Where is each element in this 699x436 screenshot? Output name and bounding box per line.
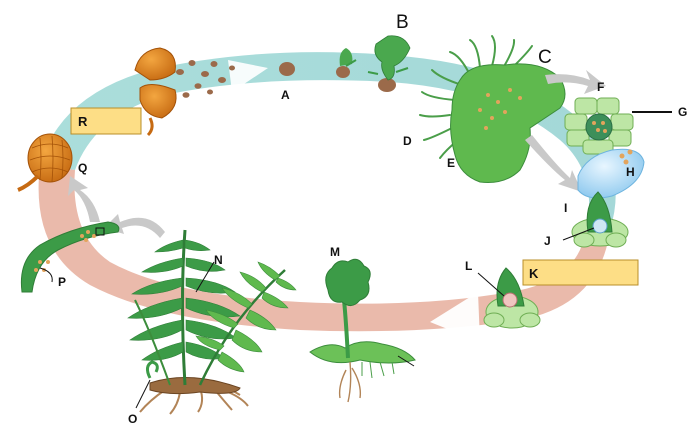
label-line-L [477,272,505,297]
label-N: N [214,253,223,267]
label-A: A [281,88,290,102]
label-line-P [39,267,53,283]
diploid-band-arrowhead [430,292,480,342]
label-line-N [195,261,215,293]
label-I: I [564,201,567,215]
archegonium [571,191,629,248]
label-Q: Q [78,161,87,175]
open-sporangium [134,47,177,137]
arrow-to-sporangium [68,176,100,222]
label-J: J [544,234,551,248]
mature-fern-sporophyte [127,229,297,415]
label-P: P [58,275,66,289]
young-sporophyte [309,258,416,403]
label-L: L [465,259,472,273]
gametophyte-prothallus [419,35,566,183]
arrow-to-pinnule [104,214,165,238]
germinating-spore-small [336,48,357,78]
label-line-gametophyte [397,355,415,367]
label-M: M [330,245,340,259]
label-E: E [447,156,455,170]
label-line-J [562,227,595,241]
label-K: K [529,266,539,281]
fertile-pinnule [20,221,120,293]
spore [279,62,295,76]
label-F: F [597,80,604,94]
label-O: O [128,412,137,426]
label-R: R [78,114,88,129]
label-D: D [403,134,412,148]
label-C: C [538,47,552,68]
answer-box-K[interactable] [522,259,639,286]
germinating-spore-large [367,35,411,92]
label-line-O [135,379,151,409]
zygote-in-archegonium [483,267,541,329]
closed-sporangium [17,133,73,192]
haploid-band-arrowhead [228,60,268,92]
arrow-to-antheridium [545,70,606,94]
answer-box-R[interactable] [70,107,142,135]
label-G: G [678,105,687,119]
arrow-to-archegonium [525,135,582,192]
released-spores [176,60,235,98]
label-H: H [626,165,635,179]
label-B: B [396,12,409,33]
antheridium [564,97,634,155]
